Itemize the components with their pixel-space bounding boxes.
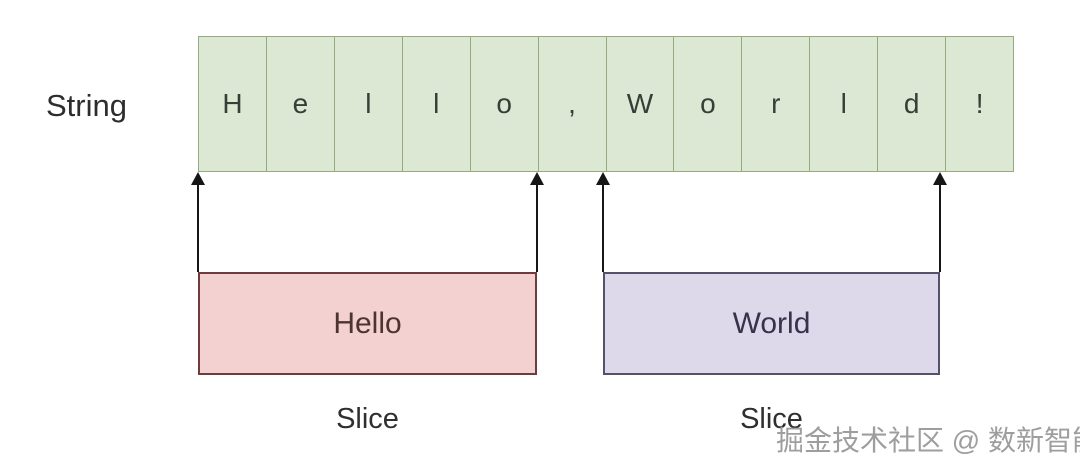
hello-slice-end-arrow (529, 172, 545, 272)
arrow-up-icon (933, 172, 947, 185)
string-label: String (46, 88, 127, 123)
char-cell: ! (946, 37, 1014, 171)
char-cell: e (266, 37, 335, 171)
arrow-up-icon (596, 172, 610, 185)
char-row: H e l l o , W o r l d ! (198, 36, 1014, 172)
char-cell: , (538, 37, 607, 171)
char-cell: o (674, 37, 743, 171)
world-slice-start-arrow (595, 172, 611, 272)
hello-slice-start-arrow (190, 172, 206, 272)
hello-slice-box: Hello (198, 272, 537, 375)
hello-slice-label: Hello (333, 306, 402, 340)
world-slice-end-arrow (932, 172, 948, 272)
world-slice-box: World (603, 272, 940, 375)
char-cell: l (810, 37, 879, 171)
char-cell: l (334, 37, 403, 171)
world-slice-caption: Slice (740, 403, 803, 435)
char-cell: l (402, 37, 471, 171)
char-cell: r (742, 37, 811, 171)
world-slice-label: World (732, 306, 811, 340)
char-cell: W (606, 37, 675, 171)
char-cell: H (199, 37, 267, 171)
char-cell: d (878, 37, 947, 171)
hello-slice-caption: Slice (336, 403, 399, 435)
arrow-up-icon (191, 172, 205, 185)
watermark: 掘金技术社区 @ 数新智能 (776, 425, 1080, 456)
arrow-up-icon (530, 172, 544, 185)
char-cell: o (470, 37, 539, 171)
